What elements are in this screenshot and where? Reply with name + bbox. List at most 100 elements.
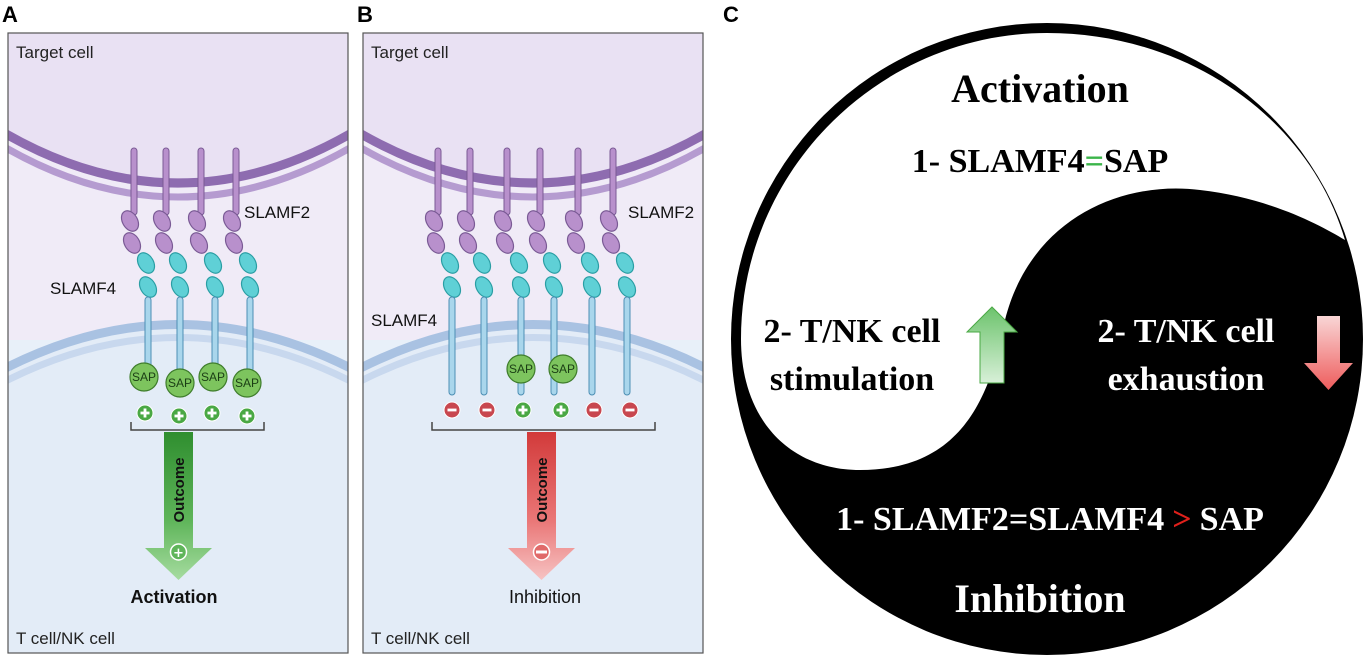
panel-b: Target cell T cell/NK cell SLAMF2 SLAMF4… [362, 32, 704, 654]
panel-b-target-membrane [363, 129, 703, 188]
panel-a-frame [7, 32, 349, 654]
panel-a-outcome-arrow [145, 432, 212, 580]
panel-a-plus-icon [203, 404, 221, 422]
panel-a-sap-icon: SAP [165, 368, 195, 398]
slamf2-domain [526, 210, 546, 232]
panel-c-letter: C [723, 2, 739, 27]
panel-a-bracket [130, 422, 265, 431]
slamf4-domain [542, 252, 562, 274]
slamf4-stalk [448, 296, 456, 396]
slamf4-stalk [144, 296, 152, 373]
panel-b-receptor-pair [456, 147, 494, 396]
slamf4-domain [138, 276, 158, 298]
slamf4-stalk [480, 296, 488, 396]
panel-c-bottom-title: Inhibition [954, 576, 1125, 621]
slamf4-domain [205, 276, 225, 298]
slamf2-domain [566, 232, 586, 254]
panel-a-receptor-pair [152, 147, 190, 373]
slamf4-domain [170, 276, 190, 298]
slamf2-domain [599, 210, 619, 232]
yin-yang-white-half [741, 33, 1345, 470]
panel-a-receptor-pair [222, 147, 260, 373]
slamf2-domain [528, 232, 548, 254]
slamf2-stalk [466, 147, 474, 216]
panel-c-yin-yang: Activation 1- SLAMF4=SAP 2- T/NK cell st… [731, 23, 1363, 655]
panel-a-sap-icon: SAP [232, 368, 262, 398]
panel-b-bracket [431, 422, 656, 431]
panel-a-sap-icon: SAP [129, 362, 159, 392]
panel-a-letter: A [2, 2, 18, 27]
panel-b-receptor-group: SAP SAP [424, 147, 637, 396]
panel-b-minus-icon [585, 401, 603, 419]
panel-a: Target cell T cell/NK cell SLAMF2 SLAMF4… [7, 32, 349, 654]
slamf4-domain [472, 252, 492, 274]
panel-a-plus-icon [238, 407, 256, 425]
panel-b-receptor-pair [424, 147, 462, 396]
slamf2-domain [493, 210, 513, 232]
panel-a-target-membrane [8, 129, 348, 188]
slamf2-stalk [609, 147, 617, 216]
slamf4-stalk [623, 296, 631, 396]
slamf2-stalk [197, 147, 205, 216]
slamf2-domain [564, 210, 584, 232]
slamf4-domain [582, 276, 602, 298]
panel-c-top-title: Activation [951, 66, 1129, 111]
panel-b-outcome-label: Outcome [534, 457, 551, 522]
panel-c-left-line-2: stimulation [770, 361, 934, 398]
panel-b-receptor-pair [493, 147, 531, 396]
slamf4-domain [168, 252, 188, 274]
slamf4-stalk [588, 296, 596, 396]
slamf4-domain [203, 252, 223, 274]
svg-text:SAP: SAP [201, 370, 225, 384]
slamf4-domain [511, 276, 531, 298]
slamf4-stalk [211, 296, 219, 373]
panel-b-frame [362, 32, 704, 654]
slamf4-domain [442, 276, 462, 298]
slamf2-domain [154, 232, 174, 254]
slamf2-domain [152, 210, 172, 232]
panel-a-outcome-label: Outcome [171, 457, 188, 522]
slamf4-stalk [246, 296, 254, 373]
slamf4-domain [544, 276, 564, 298]
panel-c-bottom-line: 1- SLAMF2=SLAMF4>SAP [836, 501, 1264, 538]
panel-b-plus-icon [552, 401, 570, 419]
slamf2-domain [456, 210, 476, 232]
svg-text:SAP: SAP [168, 376, 192, 390]
panel-b-plus-icon [514, 401, 532, 419]
slamf2-stalk [503, 147, 511, 216]
panel-b-sap-icon: SAP [548, 354, 578, 384]
down-arrow-icon [1304, 316, 1353, 390]
panel-a-target-cell-label: Target cell [16, 43, 93, 62]
panel-a-outcome-plus-icon [169, 543, 188, 561]
slamf4-domain [474, 276, 494, 298]
slamf4-stalk [176, 296, 184, 373]
slamf4-domain [509, 252, 529, 274]
slamf2-stalk [574, 147, 582, 216]
panel-a-plus-icon [136, 404, 154, 422]
panel-b-sap-icon: SAP [506, 354, 536, 384]
panel-c-right-line-1: 2- T/NK cell [1098, 313, 1275, 350]
slamf2-stalk [130, 147, 138, 216]
slamf2-domain [458, 232, 478, 254]
slamf4-domain [440, 252, 460, 274]
slamf4-domain [580, 252, 600, 274]
panel-a-receptor-pair [120, 147, 158, 373]
panel-b-effector-cell-label: T cell/NK cell [371, 629, 470, 648]
slamf2-stalk [162, 147, 170, 216]
panel-b-result-label: Inhibition [509, 587, 581, 607]
panel-b-slamf4-label: SLAMF4 [371, 311, 437, 330]
panel-b-target-cell-label: Target cell [371, 43, 448, 62]
svg-text:SAP: SAP [551, 362, 575, 376]
panel-a-slamf4-label: SLAMF4 [50, 279, 116, 298]
panel-b-minus-icon [443, 401, 461, 419]
slamf4-domain [615, 252, 635, 274]
slamf2-domain [224, 232, 244, 254]
slamf2-domain [424, 210, 444, 232]
slamf2-domain [189, 232, 209, 254]
panel-c-left-line-1: 2- T/NK cell [764, 313, 941, 350]
slamf4-domain [238, 252, 258, 274]
svg-text:+: + [173, 546, 184, 561]
panel-a-effector-cell-label: T cell/NK cell [16, 629, 115, 648]
panel-b-sign-row [443, 401, 639, 419]
